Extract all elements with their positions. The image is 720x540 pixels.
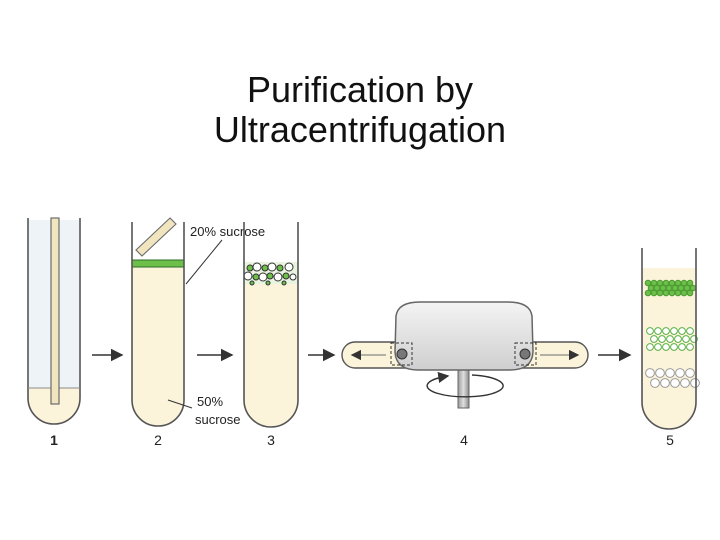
hollow-gray-particle <box>655 368 665 378</box>
particle <box>289 273 297 281</box>
label-sucrose: sucrose <box>195 412 241 427</box>
step-number-2: 2 <box>154 432 162 448</box>
label-50-pct: 50% <box>197 394 223 409</box>
green-band <box>644 279 697 297</box>
hollow-green-particle <box>674 335 682 343</box>
hollow-green-particle <box>646 327 654 335</box>
particle <box>243 271 253 281</box>
tube-3 <box>243 222 299 428</box>
hollow-green-particle <box>662 327 670 335</box>
hollow-green-particle <box>646 343 654 351</box>
centrifuge-rotor <box>341 301 589 409</box>
green-particle <box>662 289 670 297</box>
tube-2 <box>131 217 223 427</box>
hollow-green-particle <box>678 343 686 351</box>
label-20-sucrose: 20% sucrose <box>190 224 265 239</box>
pipette-icon <box>50 217 60 405</box>
hollow-green-particle <box>654 327 662 335</box>
title-line-2: Ultracentrifugation <box>213 109 507 150</box>
green-particle <box>686 289 694 297</box>
hollow-green-particle <box>662 343 670 351</box>
particle <box>282 272 290 280</box>
rotor-pocket-right <box>514 342 537 366</box>
leader-line-bottom <box>167 399 193 409</box>
angled-pipette-icon <box>135 217 177 257</box>
step-number-4: 4 <box>460 432 468 448</box>
green-particle <box>644 289 652 297</box>
green-particle <box>656 289 664 297</box>
hollow-gray-particle <box>670 378 680 388</box>
hollow-green-band <box>646 327 698 351</box>
tube-5 <box>641 248 700 430</box>
particle <box>267 262 277 272</box>
particle <box>252 273 260 281</box>
hollow-gray-particle <box>690 378 700 388</box>
particle <box>265 280 271 286</box>
pellet-right <box>519 348 531 360</box>
hollow-green-particle <box>666 335 674 343</box>
circular-arrow-icon <box>426 371 504 398</box>
hollow-green-particle <box>670 343 678 351</box>
pellet-left <box>396 348 408 360</box>
particle <box>246 264 254 272</box>
page-title: Purification by Ultracentrifugation <box>0 70 720 150</box>
particle-cluster <box>243 262 297 286</box>
hollow-green-particle <box>678 327 686 335</box>
particle <box>281 280 287 286</box>
particle <box>284 262 294 272</box>
tube-1 <box>27 217 81 425</box>
hollow-gray-particle <box>660 378 670 388</box>
step-number-5: 5 <box>666 432 674 448</box>
particle <box>266 272 274 280</box>
rotor-body <box>394 301 534 371</box>
particle <box>273 272 283 282</box>
hollow-gray-particle <box>645 368 655 378</box>
particle <box>261 264 269 272</box>
sample-band <box>132 260 184 267</box>
hollow-green-particle <box>658 335 666 343</box>
hollow-gray-particle <box>685 368 695 378</box>
green-particle <box>668 289 676 297</box>
hollow-gray-particle <box>675 368 685 378</box>
particle <box>252 262 262 272</box>
hollow-gray-band <box>645 368 700 388</box>
green-particle <box>674 289 682 297</box>
hollow-green-particle <box>686 327 694 335</box>
green-particle <box>650 289 658 297</box>
particle <box>276 264 284 272</box>
green-particle <box>680 289 688 297</box>
green-particle <box>686 279 694 287</box>
leader-line-top <box>185 239 223 285</box>
hollow-green-particle <box>670 327 678 335</box>
hollow-green-particle <box>682 335 690 343</box>
rotor-pocket-left <box>390 342 413 366</box>
step-number-3: 3 <box>267 432 275 448</box>
hollow-green-particle <box>650 335 658 343</box>
hollow-gray-particle <box>665 368 675 378</box>
title-line-1: Purification by <box>246 69 474 110</box>
step-number-1: 1 <box>50 432 58 448</box>
particle <box>249 280 255 286</box>
particle <box>258 272 268 282</box>
hollow-green-particle <box>654 343 662 351</box>
hollow-gray-particle <box>650 378 660 388</box>
hollow-green-particle <box>686 343 694 351</box>
hollow-gray-particle <box>680 378 690 388</box>
